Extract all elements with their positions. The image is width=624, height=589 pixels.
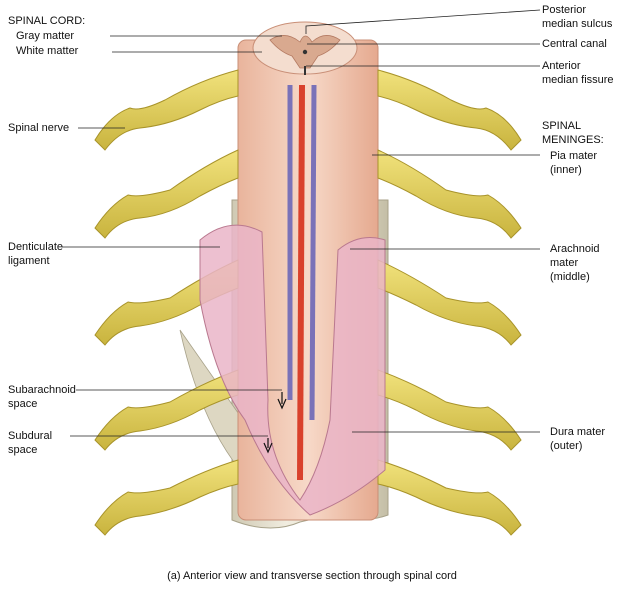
label-pia-mater-line1: Pia mater	[550, 150, 598, 162]
label-posterior-median-sulcus-line2: median sulcus	[542, 18, 613, 30]
leader-lines	[62, 9, 541, 437]
label-dura-mater-line2: (outer)	[550, 440, 583, 452]
spinal-nerves-right	[377, 69, 522, 536]
label-spinal-meninges-line2: MENINGES:	[542, 134, 604, 146]
blood-vessels	[287, 84, 317, 481]
label-subdural-space-line2: space	[8, 444, 38, 456]
label-arachnoid-mater-line3: (middle)	[550, 271, 590, 283]
label-subarachnoid-space-line2: space	[8, 398, 38, 410]
label-denticulate-ligament-line2: ligament	[8, 255, 50, 267]
label-arachnoid-mater-line2: mater	[550, 257, 579, 269]
label-posterior-median-sulcus-line1: Posterior	[542, 4, 587, 16]
label-white-matter: White matter	[16, 45, 79, 57]
label-anterior-median-fissure-line1: Anterior	[542, 60, 581, 72]
label-spinal-nerve: Spinal nerve	[8, 122, 70, 134]
label-arachnoid-mater-line1: Arachnoid	[550, 243, 600, 255]
label-central-canal: Central canal	[542, 38, 607, 50]
label-anterior-median-fissure-line2: median fissure	[542, 74, 614, 86]
central-canal-dot	[302, 49, 308, 55]
label-pia-mater-line2: (inner)	[550, 164, 582, 176]
label-dura-mater-line1: Dura mater	[550, 426, 606, 438]
label-spinal-cord-heading: SPINAL CORD:	[8, 15, 86, 27]
arachnoid-mater	[199, 224, 386, 516]
label-subdural-space-line1: Subdural	[8, 430, 53, 442]
label-denticulate-ligament-line1: Denticulate	[8, 241, 64, 253]
label-gray-matter: Gray matter	[16, 30, 75, 42]
label-spinal-meninges-line1: SPINAL	[542, 120, 582, 132]
figure-caption: (a) Anterior view and transverse section…	[167, 570, 457, 582]
label-subarachnoid-space-line1: Subarachnoid	[8, 384, 76, 396]
